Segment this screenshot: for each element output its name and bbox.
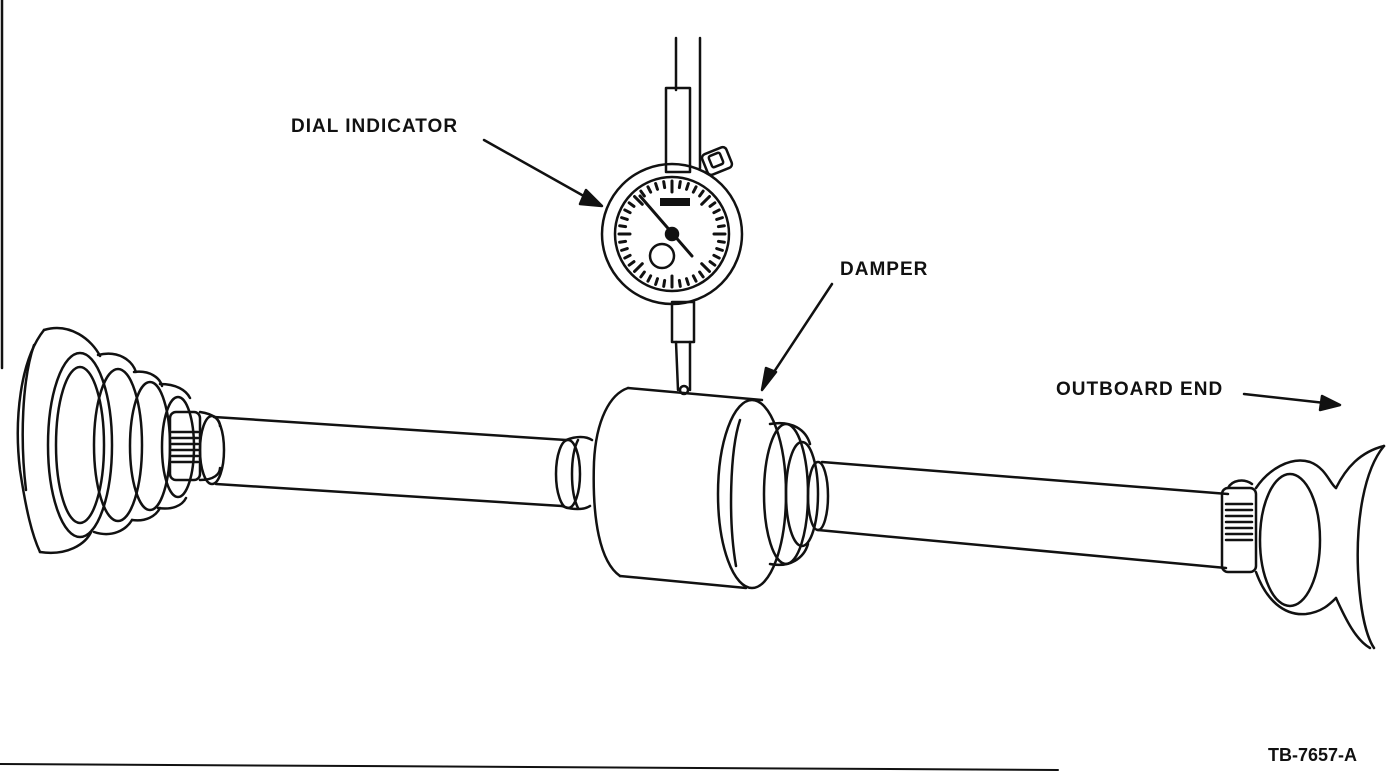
dial-tick bbox=[664, 280, 665, 286]
dial-tick bbox=[625, 210, 630, 213]
dial-tick bbox=[687, 184, 689, 190]
figure-id-label: TB-7657-A bbox=[1268, 745, 1358, 765]
bottom-rule bbox=[0, 764, 1058, 770]
dial-tick bbox=[648, 276, 651, 281]
dial-indicator-leader bbox=[484, 140, 602, 206]
dial-tick bbox=[717, 218, 723, 220]
dial-tick bbox=[679, 280, 680, 286]
dial-tick bbox=[714, 210, 719, 213]
dial-tick bbox=[641, 272, 645, 277]
outboard-boot-clamp bbox=[1222, 481, 1256, 572]
dial-tick bbox=[718, 241, 724, 242]
dial-indicator bbox=[602, 38, 742, 394]
dial-tick bbox=[710, 203, 715, 207]
damper bbox=[594, 388, 818, 588]
dial-tick bbox=[635, 264, 643, 272]
dial-tick bbox=[620, 226, 626, 227]
outboard-shaft bbox=[808, 462, 1228, 568]
dial-tick bbox=[641, 191, 645, 196]
dial-indicator-label: DIAL INDICATOR bbox=[291, 116, 459, 137]
dial-tick bbox=[702, 197, 710, 205]
dial-tick bbox=[648, 187, 651, 192]
dial-tick bbox=[656, 279, 658, 285]
dial-tick bbox=[622, 218, 628, 220]
dial-tick bbox=[714, 255, 719, 258]
dial-tick bbox=[679, 182, 680, 188]
inboard-cv-boot bbox=[18, 328, 194, 553]
dial-ticks bbox=[619, 181, 725, 287]
inboard-shaft bbox=[200, 416, 592, 509]
dial-tick bbox=[693, 187, 696, 192]
dial-tick bbox=[629, 203, 634, 207]
dial-tick bbox=[625, 255, 630, 258]
dial-tick bbox=[693, 276, 696, 281]
dial-tick bbox=[687, 279, 689, 285]
outboard-cv-boot bbox=[1256, 446, 1384, 648]
dial-tick bbox=[656, 184, 658, 190]
dial-tick bbox=[700, 191, 704, 196]
dial-tick bbox=[718, 226, 724, 227]
dial-tick bbox=[717, 249, 723, 251]
outboard-end-label: OUTBOARD END bbox=[1056, 379, 1224, 400]
dial-tick bbox=[702, 264, 710, 272]
dial-tick bbox=[635, 197, 643, 205]
dial-tick bbox=[622, 249, 628, 251]
dial-tick bbox=[620, 241, 626, 242]
damper-label: DAMPER bbox=[840, 259, 929, 280]
outboard-end-arrow bbox=[1244, 394, 1340, 410]
dial-tick bbox=[629, 262, 634, 266]
dial-tick bbox=[700, 272, 704, 277]
dial-tick bbox=[710, 262, 715, 266]
dial-tick bbox=[664, 182, 665, 188]
damper-leader bbox=[762, 284, 832, 390]
